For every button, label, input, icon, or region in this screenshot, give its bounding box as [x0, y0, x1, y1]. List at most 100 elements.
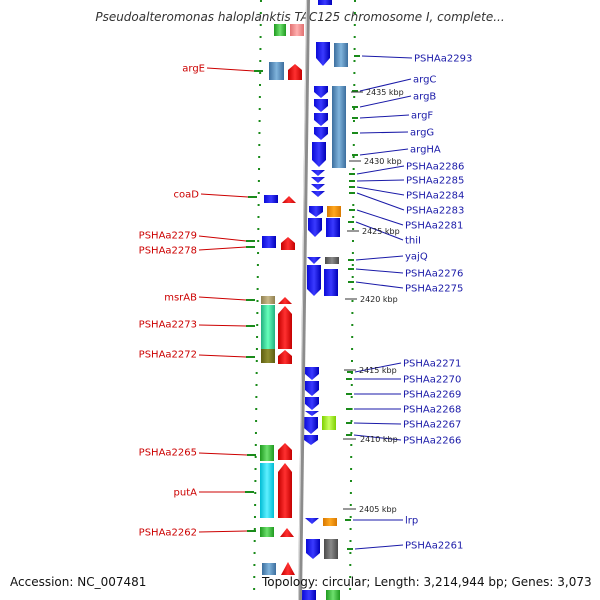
feature-track-right: [304, 0, 348, 559]
gene-arrow: [305, 518, 319, 524]
gene-block: [262, 563, 276, 575]
gene-arrow: [311, 177, 325, 183]
leader-line: [198, 324, 247, 327]
ruler-tick-label: 2435 kbp: [366, 88, 404, 97]
gene-arrow: [281, 562, 295, 575]
leader-line: [198, 235, 247, 242]
gene-arrow: [312, 142, 326, 167]
gene-arrow: [288, 64, 302, 80]
gene-label-msrab[interactable]: msrAB: [164, 293, 197, 304]
gene-label-pshaa2261[interactable]: PSHAa2261: [405, 541, 463, 552]
gene-arrow: [307, 265, 321, 296]
gene-label-argha[interactable]: argHA: [410, 145, 441, 156]
ruler-tick-label: 2430 kbp: [364, 157, 402, 166]
gene-label-puta[interactable]: putA: [174, 488, 198, 499]
leader-line: [359, 95, 412, 108]
ruler-tick-label: 2410 kbp: [360, 435, 398, 444]
gene-label-pshaa2272[interactable]: PSHAa2272: [139, 350, 197, 361]
gene-label-pshaa2266[interactable]: PSHAa2266: [403, 436, 461, 447]
gene-arrow: [311, 191, 325, 197]
leader-line: [354, 362, 402, 373]
gene-arrow: [280, 528, 294, 537]
leader-line: [361, 55, 413, 59]
leader-line: [200, 193, 249, 198]
gene-arrow: [305, 381, 319, 396]
gene-block: [262, 236, 276, 248]
gene-block: [322, 416, 336, 430]
gene-label-coad[interactable]: coaD: [174, 190, 200, 201]
gene-label-pshaa2285[interactable]: PSHAa2285: [406, 176, 464, 187]
gene-block: [302, 590, 316, 600]
gene-arrow: [281, 237, 295, 250]
gene-label-argf[interactable]: argF: [411, 111, 433, 122]
gene-arrow: [311, 184, 325, 190]
gene-arrow: [316, 42, 330, 66]
gene-arrow: [278, 306, 292, 349]
gene-label-argg[interactable]: argG: [410, 128, 434, 139]
gene-label-pshaa2286[interactable]: PSHAa2286: [406, 162, 464, 173]
gene-block: [324, 539, 338, 559]
gene-arrow: [306, 539, 320, 559]
gene-label-pshaa2268[interactable]: PSHAa2268: [403, 405, 461, 416]
gene-label-argb[interactable]: argB: [413, 92, 436, 103]
ruler-tick-label: 2415 kbp: [359, 366, 397, 375]
gene-block: [264, 195, 278, 203]
gene-arrow: [305, 397, 319, 410]
gene-label-pshaa2270[interactable]: PSHAa2270: [403, 375, 461, 386]
gene-arrow: [311, 170, 325, 176]
leader-line: [354, 544, 404, 550]
gene-block: [261, 305, 275, 349]
gene-label-argc[interactable]: argC: [413, 75, 436, 86]
gene-block: [326, 218, 340, 237]
gene-arrow: [309, 206, 323, 217]
gene-label-pshaa2293[interactable]: PSHAa2293: [414, 54, 472, 65]
gene-label-pshaa2269[interactable]: PSHAa2269: [403, 390, 461, 401]
feature-track-left: [260, 24, 340, 600]
gene-label-pshaa2271[interactable]: PSHAa2271: [403, 359, 461, 370]
leader-line: [198, 452, 248, 456]
leader-line: [206, 67, 255, 72]
gene-label-pshaa2279[interactable]: PSHAa2279: [139, 231, 197, 242]
gene-label-pshaa2284[interactable]: PSHAa2284: [406, 191, 464, 202]
right-label-leaders: [345, 55, 413, 550]
gene-label-thii[interactable]: thiI: [405, 236, 421, 247]
gene-block: [332, 86, 346, 168]
gene-label-yajq[interactable]: yajQ: [405, 252, 428, 263]
gene-block: [290, 24, 304, 36]
gene-arrow: [305, 367, 319, 380]
gene-arrow: [304, 417, 318, 434]
gene-label-pshaa2262[interactable]: PSHAa2262: [139, 528, 197, 539]
gene-arrow: [278, 463, 292, 518]
gene-block: [260, 463, 274, 518]
leader-line: [198, 246, 247, 251]
leader-line: [198, 354, 247, 358]
gene-label-pshaa2276[interactable]: PSHAa2276: [405, 269, 463, 280]
gene-label-pshaa2278[interactable]: PSHAa2278: [139, 246, 197, 257]
gene-label-pshaa2273[interactable]: PSHAa2273: [139, 320, 197, 331]
gene-arrow: [314, 113, 328, 126]
gene-arrow: [307, 257, 321, 264]
leader-line: [355, 255, 404, 261]
gene-arrow: [314, 127, 328, 140]
gene-arrow: [304, 435, 318, 445]
accession-text: Accession: NC_007481: [10, 575, 147, 589]
gene-block: [334, 43, 348, 67]
leader-line: [359, 148, 409, 156]
gene-label-lrp[interactable]: lrp: [405, 516, 418, 527]
gene-label-pshaa2283[interactable]: PSHAa2283: [406, 206, 464, 217]
gene-label-pshaa2265[interactable]: PSHAa2265: [139, 448, 197, 459]
topology-text: Topology: circular; Length: 3,214,944 bp…: [262, 575, 592, 589]
gene-label-pshaa2281[interactable]: PSHAa2281: [405, 221, 463, 232]
gene-label-pshaa2275[interactable]: PSHAa2275: [405, 284, 463, 295]
leader-line: [359, 114, 410, 119]
gene-label-arge[interactable]: argE: [182, 64, 205, 75]
gene-arrow: [308, 218, 322, 237]
gene-block: [274, 24, 286, 36]
leader-line: [353, 422, 402, 425]
gene-arrow: [314, 99, 328, 112]
gene-label-pshaa2267[interactable]: PSHAa2267: [403, 420, 461, 431]
gene-block: [260, 445, 274, 461]
